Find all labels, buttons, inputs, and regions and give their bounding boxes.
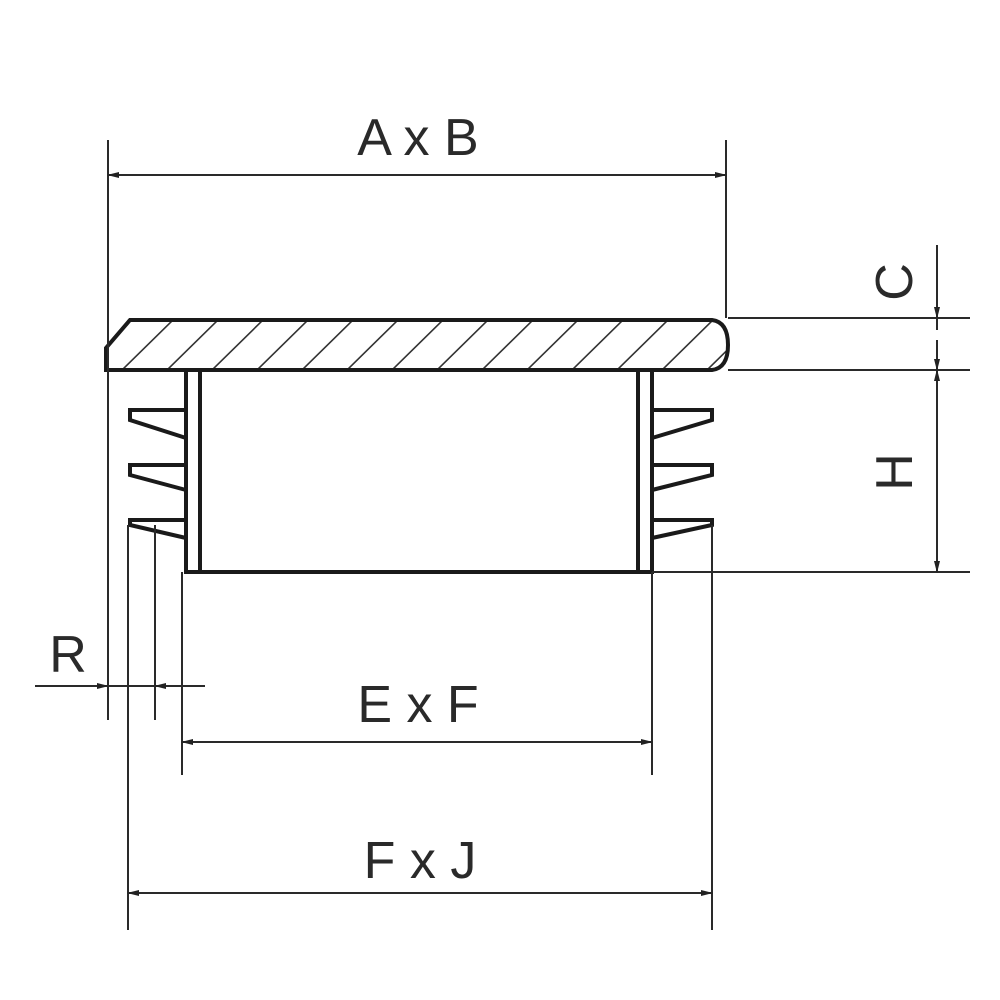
dimension-lines <box>35 172 940 896</box>
hatch-line <box>299 320 356 370</box>
hatch-line <box>704 320 728 370</box>
label-e-x-f: E x F <box>357 676 478 734</box>
hatch-line <box>659 320 716 370</box>
hatch-line <box>164 320 221 370</box>
label-a-x-b: A x B <box>357 109 478 167</box>
hatch-line <box>524 320 581 370</box>
hatch-line <box>569 320 626 370</box>
cap-hatching <box>119 318 850 372</box>
hatch-line <box>344 320 401 370</box>
label-f-x-j: F x J <box>364 832 477 890</box>
hatch-line <box>254 320 311 370</box>
hatch-line <box>119 320 176 370</box>
hatch-line <box>389 320 446 370</box>
hatch-line <box>795 318 850 372</box>
hatch-line <box>209 320 266 370</box>
hatch-line <box>614 320 671 370</box>
hatch-line <box>434 320 491 370</box>
label-h: H <box>866 453 924 491</box>
extension-lines <box>107 140 970 930</box>
hatch-line <box>479 320 536 370</box>
cap-section <box>104 318 850 372</box>
label-c: C <box>866 263 924 301</box>
plug-body <box>128 368 714 574</box>
label-r: R <box>49 626 87 684</box>
hatch-line <box>750 318 805 372</box>
